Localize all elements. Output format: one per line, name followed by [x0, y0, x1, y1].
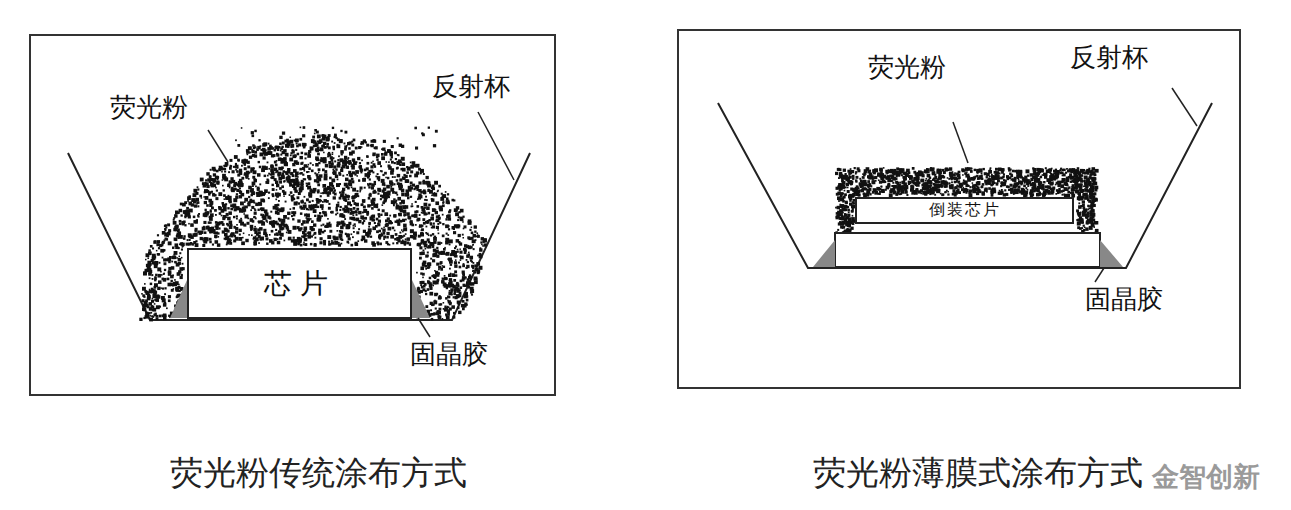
- die-glue: [813, 240, 835, 267]
- watermark: 金智创新: [1152, 462, 1260, 492]
- phosphor-texture: [139, 126, 1098, 321]
- chip-box: 倒装芯片: [855, 197, 1074, 224]
- die-glue: [412, 280, 430, 318]
- part-label: 反射杯: [432, 72, 510, 101]
- panel-frame: [678, 30, 1240, 388]
- chip-label: 芯片: [264, 265, 336, 303]
- chip-box: 芯片: [187, 248, 412, 319]
- part-label: 荧光粉: [110, 93, 188, 122]
- caption: 荧光粉传统涂布方式: [170, 455, 467, 491]
- part-label: 反射杯: [1070, 43, 1148, 72]
- die-glue: [170, 280, 187, 318]
- caption: 荧光粉薄膜式涂布方式: [813, 455, 1143, 491]
- part-label: 固晶胶: [410, 340, 488, 369]
- part-label: 荧光粉: [868, 53, 946, 82]
- reflector-cup: [68, 153, 530, 320]
- part-label: 固晶胶: [1085, 285, 1163, 314]
- chip-label: 倒装芯片: [929, 200, 1001, 221]
- panel-frame: [30, 35, 555, 395]
- die-glue: [1100, 240, 1123, 267]
- reflector-cup: [718, 103, 1212, 268]
- substrate: [835, 233, 1100, 267]
